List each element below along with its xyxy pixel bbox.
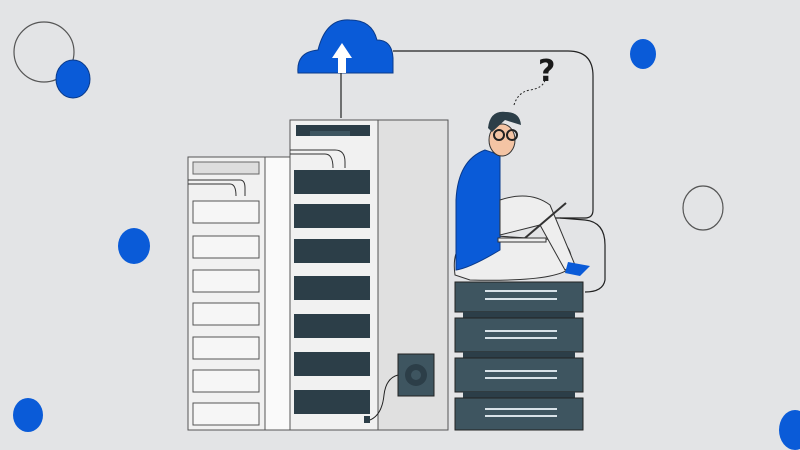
thought-line (513, 79, 546, 106)
question-mark: ? (538, 54, 556, 89)
person-with-laptop (453, 111, 590, 281)
server-rack-middle (289, 119, 449, 431)
decorative-circles (13, 21, 800, 450)
server-rack-left (187, 156, 291, 431)
cloud-upload-icon (297, 19, 606, 293)
server-stack-right (454, 281, 584, 431)
